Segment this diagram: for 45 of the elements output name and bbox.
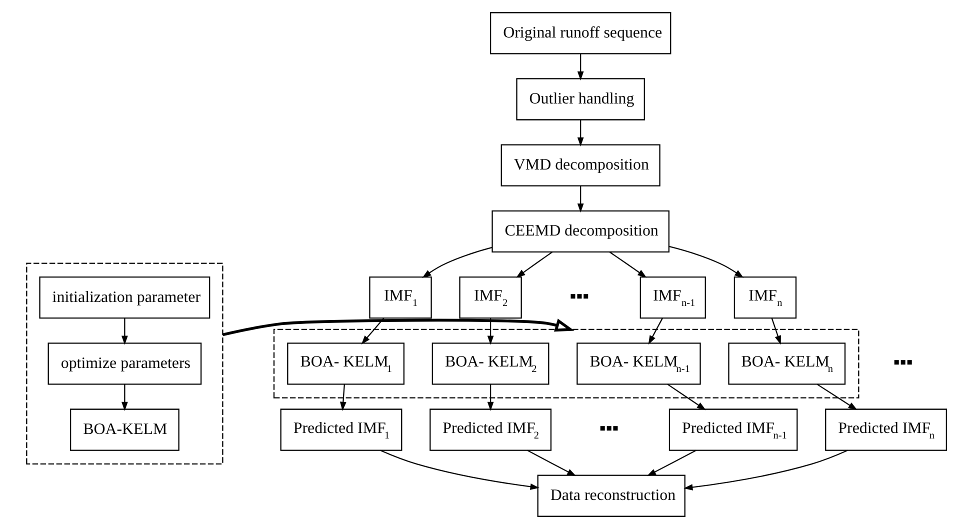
arrow (361, 318, 384, 344)
arrow (527, 450, 576, 476)
arrow (771, 318, 781, 345)
arrow (577, 186, 584, 213)
node-box: Outlier handling (516, 78, 645, 120)
arrow (609, 252, 647, 278)
node-box: BOA- KELM$_{2}$ (432, 342, 550, 385)
label: ▪▪▪ (599, 418, 619, 438)
node-box: BOA- KELM$_{1}$ (287, 342, 404, 385)
arrow (422, 246, 492, 278)
node-box: optimize parameters (48, 342, 202, 385)
arrow (222, 318, 575, 336)
arrow (646, 450, 696, 476)
node-box: Predicted IMF$_{1}$ (280, 408, 402, 451)
arrow (340, 384, 346, 411)
node-box: IMF$_{n-1}$ (640, 276, 706, 319)
node-box: Predicted IMF$_{2}$ (430, 408, 552, 451)
arrow (122, 318, 128, 345)
label: ▪▪▪ (893, 352, 913, 372)
cluster (273, 328, 860, 398)
node-box: Predicted IMF$_{n}$ (825, 408, 948, 451)
node-box: Data reconstruction (537, 474, 686, 517)
arrow (684, 450, 848, 490)
cluster (26, 262, 224, 465)
node-box: BOA- KELM$_{n}$ (728, 342, 846, 385)
arrow (516, 252, 553, 278)
arrow (577, 54, 584, 80)
label: ▪▪▪ (570, 286, 590, 306)
arrow (669, 246, 744, 278)
arrow (648, 318, 663, 345)
arrow (577, 120, 584, 147)
node-box: Predicted IMF$_{n-1}$ (668, 408, 798, 451)
arrow (487, 318, 494, 345)
node-box: IMF$_{n}$ (734, 276, 797, 319)
node-box: CEEMD decomposition (492, 210, 670, 253)
node-box: BOA- KELM$_{n-1}$ (576, 342, 701, 385)
node-box: VMD decomposition (500, 144, 660, 186)
node-box: initialization parameter (39, 276, 210, 319)
node-box: IMF$_{1}$ (369, 276, 432, 319)
arrow (380, 450, 540, 490)
arrow (487, 384, 494, 411)
node-box: BOA-KELM (70, 408, 180, 451)
arrow (122, 384, 128, 411)
node-box: IMF$_{2}$ (459, 276, 522, 319)
node-box: Original runoff sequence (490, 12, 672, 54)
